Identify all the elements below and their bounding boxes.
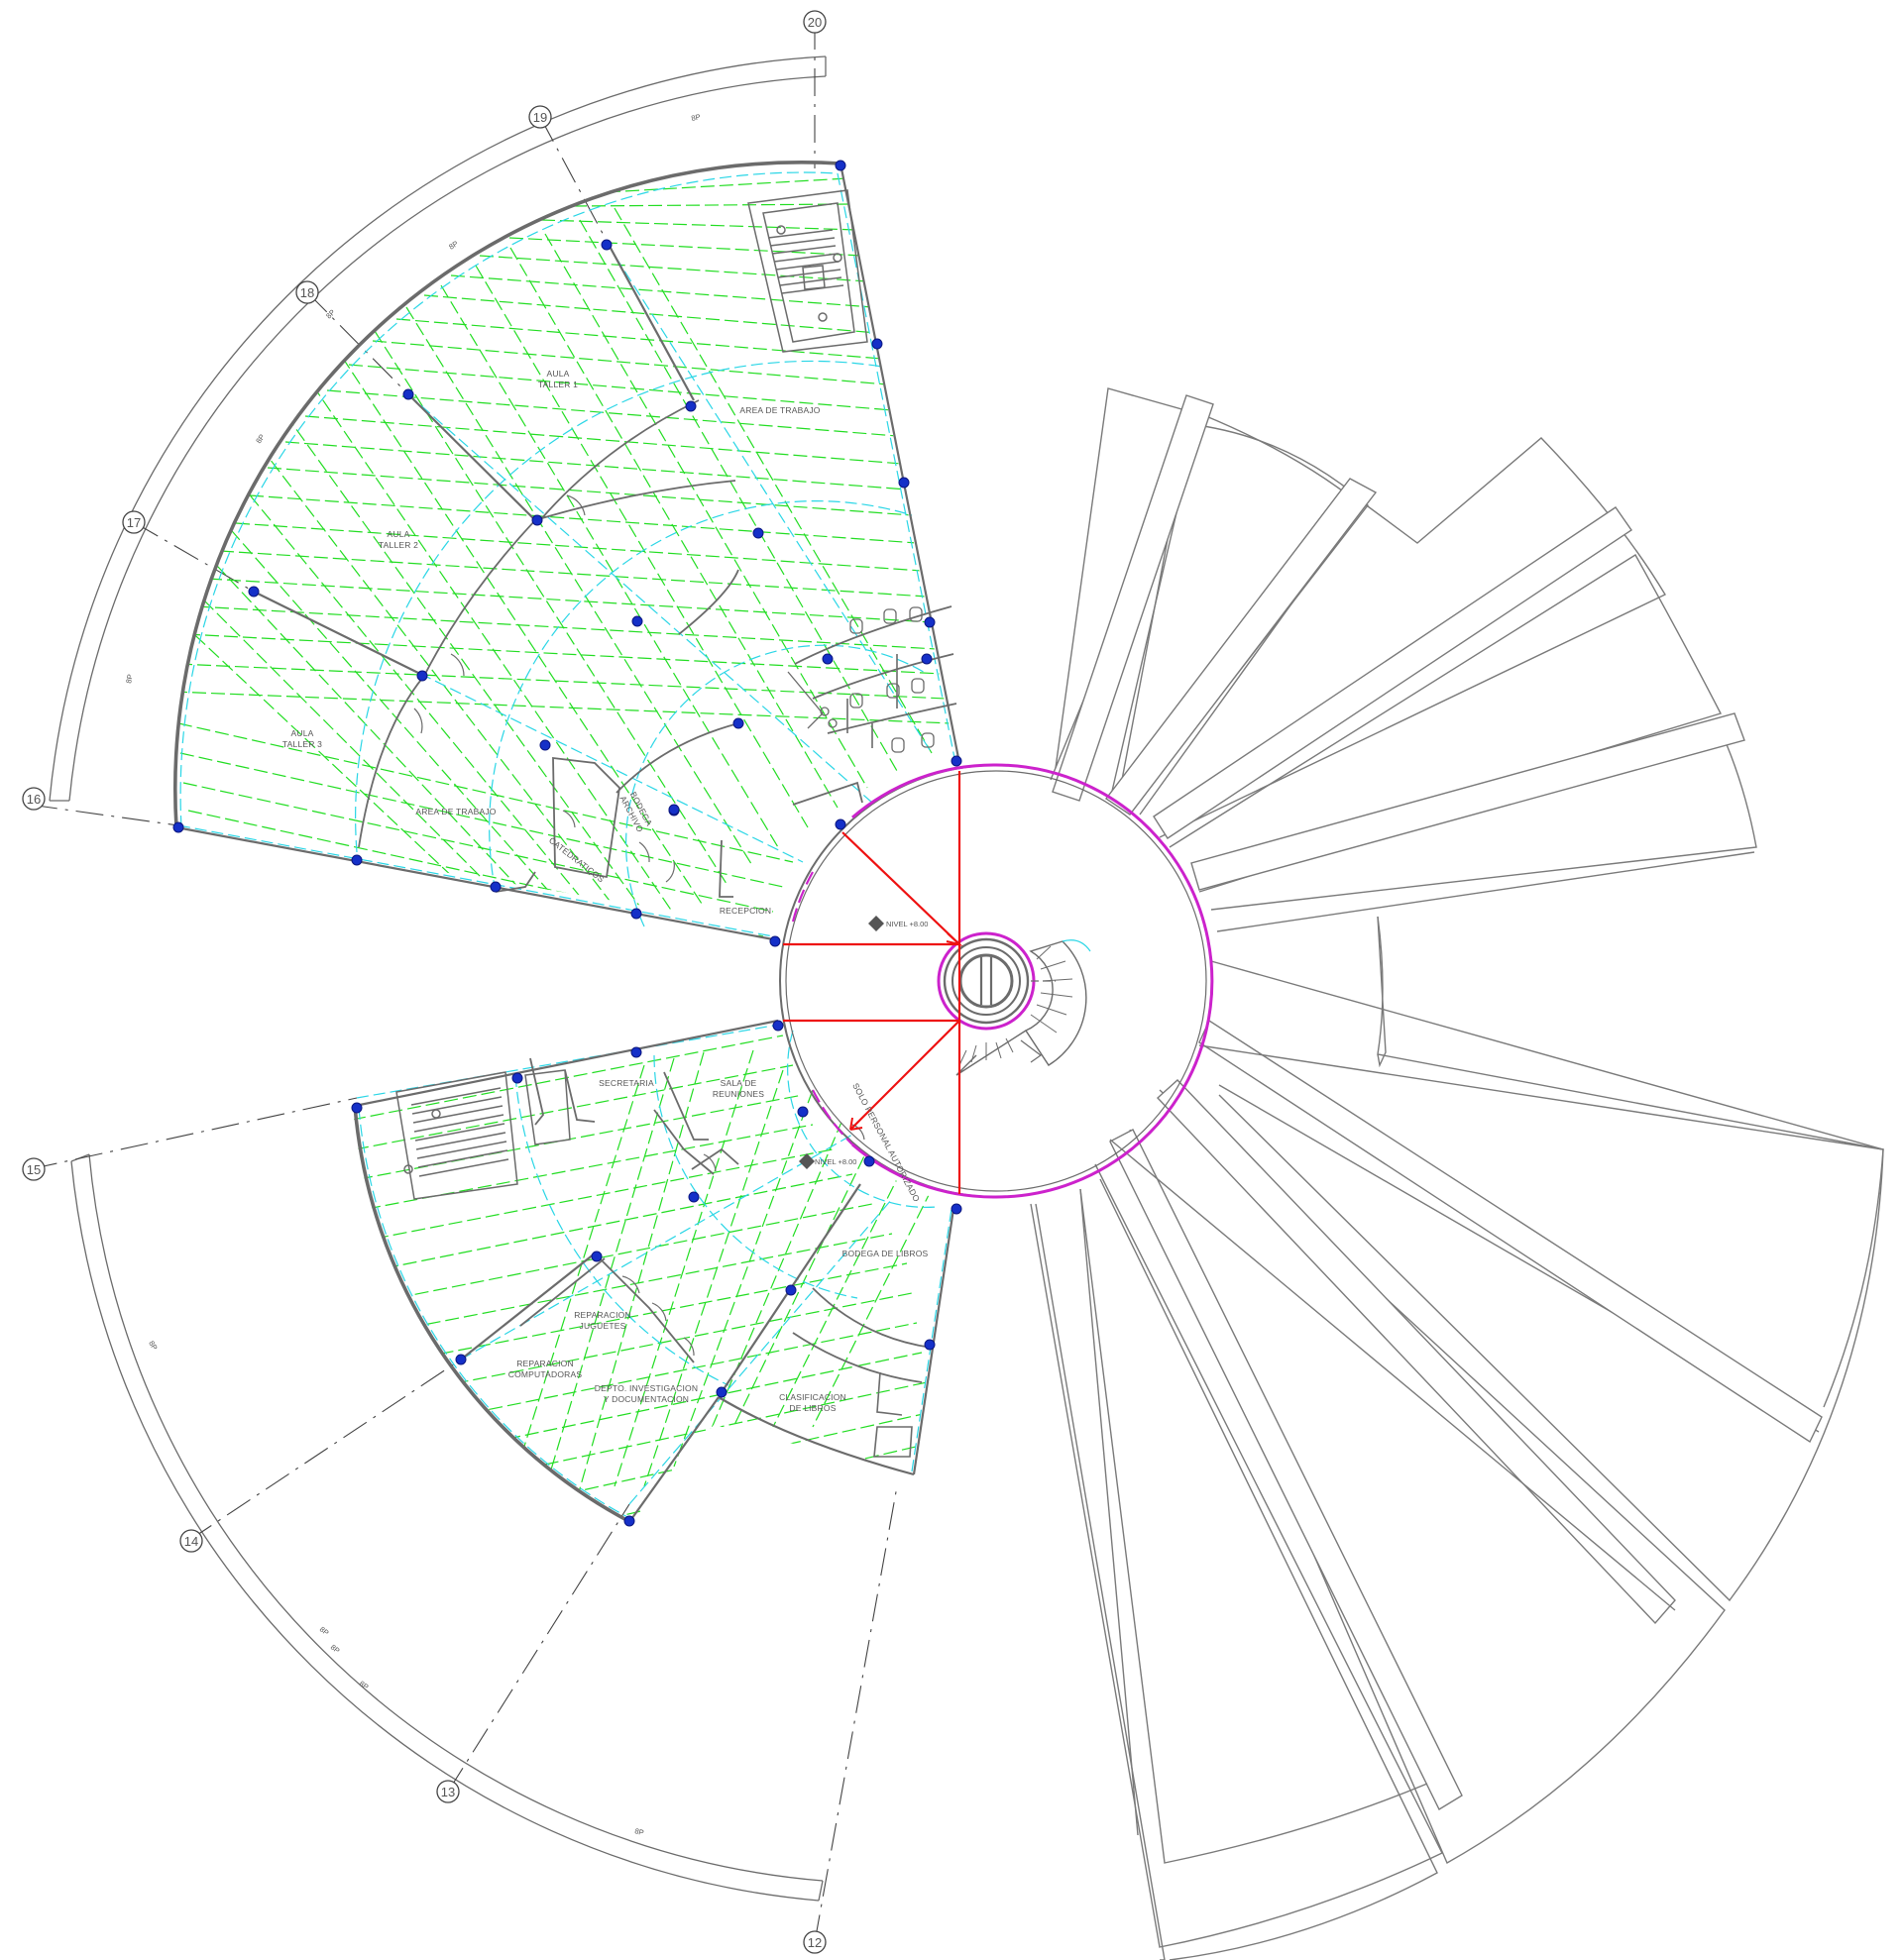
room-label-aula-taller-3: AULA TALLER 3: [282, 728, 322, 749]
lower-stair: [395, 1069, 571, 1200]
upper-stair: [747, 189, 868, 353]
svg-text:8P: 8P: [124, 674, 135, 685]
axis-bubble-20: 20: [803, 10, 827, 34]
svg-text:AULA: AULA: [387, 529, 409, 539]
svg-text:BODEGA DE LIBROS: BODEGA DE LIBROS: [842, 1249, 929, 1258]
svg-text:NIVEL +8.00: NIVEL +8.00: [886, 920, 928, 928]
room-label-catedraticos: CATEDRATICOS: [547, 835, 607, 885]
axis-bubble-16: 16: [22, 787, 46, 811]
svg-text:SECRETARIA: SECRETARIA: [599, 1078, 654, 1088]
svg-text:REPARACION: REPARACION: [574, 1310, 631, 1320]
room-label-bodega-archivo: BODEGA ARCHIVO: [618, 790, 655, 833]
svg-text:8P: 8P: [324, 308, 337, 321]
room-label-aula-taller-1: AULA TALLER 1: [538, 369, 578, 389]
svg-text:8P: 8P: [634, 1826, 645, 1837]
room-label-area-de-trabajo-upper: AREA DE TRABAJO: [739, 405, 820, 415]
axis-bubble-17: 17: [122, 510, 146, 534]
svg-text:AULA: AULA: [290, 728, 313, 738]
outline-wedge-inner-lines: [1050, 413, 1884, 1433]
room-label-aula-taller-2: AULA TALLER 2: [379, 529, 418, 550]
level-marker-lower: NIVEL +8.00: [799, 1153, 856, 1169]
svg-text:8P: 8P: [147, 1340, 159, 1352]
axis-bubble-13: 13: [436, 1780, 460, 1803]
svg-text:CLASIFICACION: CLASIFICACION: [779, 1392, 846, 1402]
upper-wing-walls: [172, 160, 961, 941]
radial-strips: [1052, 394, 1823, 1810]
svg-text:DE LIBROS: DE LIBROS: [789, 1403, 836, 1413]
columns: [172, 160, 962, 1527]
level-marker-upper: NIVEL +8.00: [868, 916, 928, 931]
svg-text:15: 15: [27, 1162, 41, 1177]
lower-wing-walls: [353, 1019, 955, 1524]
room-label-sala-de-reuniones: SALA DE REUNIONES: [713, 1078, 764, 1099]
svg-text:TALLER 1: TALLER 1: [538, 380, 578, 389]
svg-text:DEPTO. INVESTIGACION: DEPTO. INVESTIGACION: [595, 1383, 698, 1393]
svg-text:19: 19: [533, 110, 547, 125]
svg-text:8P: 8P: [691, 112, 702, 123]
outline-wedge-right-closer: [1079, 1044, 1884, 1864]
svg-text:RECEPCION: RECEPCION: [720, 906, 771, 916]
room-label-area-de-trabajo-lower: AREA DE TRABAJO: [415, 807, 496, 817]
room-label-secretaria: SECRETARIA: [599, 1078, 654, 1088]
room-label-reparacion-juguetes: REPARACION JUGUETES: [574, 1310, 631, 1331]
svg-text:TALLER 2: TALLER 2: [379, 540, 418, 550]
upper-wing-beams: [174, 177, 952, 937]
svg-text:SALA DE: SALA DE: [721, 1078, 757, 1088]
svg-text:AREA DE TRABAJO: AREA DE TRABAJO: [415, 807, 496, 817]
svg-text:CATEDRATICOS: CATEDRATICOS: [547, 835, 607, 885]
axis-bubble-19: 19: [528, 105, 552, 129]
axis-bubble-14: 14: [179, 1529, 203, 1553]
red-arrows: [783, 771, 963, 1194]
svg-text:12: 12: [808, 1935, 822, 1950]
core-circle: [779, 763, 1214, 1199]
svg-text:17: 17: [127, 515, 141, 530]
svg-text:NIVEL +8.00: NIVEL +8.00: [815, 1157, 856, 1166]
svg-text:COMPUTADORAS: COMPUTADORAS: [508, 1369, 583, 1379]
room-label-recepcion: RECEPCION: [720, 906, 771, 916]
room-label-clasificacion-de-libros: CLASIFICACION DE LIBROS: [779, 1392, 846, 1413]
svg-text:8P: 8P: [318, 1625, 331, 1638]
svg-text:8P: 8P: [358, 1679, 371, 1691]
svg-text:8P: 8P: [329, 1643, 342, 1656]
axis-bubble-12: 12: [803, 1930, 827, 1954]
svg-text:13: 13: [441, 1785, 455, 1799]
central-spiral-stair: [937, 931, 1091, 1076]
svg-text:8P: 8P: [254, 432, 267, 445]
dimension-labels: 8P 8P 8P 8P 8P 8P 8P 8P 8P 8P: [124, 112, 701, 1837]
outline-wedges-right: [1030, 387, 1884, 1960]
svg-text:AREA DE TRABAJO: AREA DE TRABAJO: [739, 405, 820, 415]
upper-doors: [413, 494, 675, 883]
svg-text:AULA: AULA: [546, 369, 569, 379]
axis-lines: [29, 22, 898, 1943]
svg-text:REPARACION: REPARACION: [516, 1359, 574, 1368]
svg-text:JUGUETES: JUGUETES: [580, 1321, 626, 1331]
svg-text:16: 16: [27, 792, 41, 807]
room-label-bodega-de-libros: BODEGA DE LIBROS: [842, 1249, 929, 1258]
svg-text:14: 14: [184, 1534, 198, 1549]
restroom-fixtures: [787, 606, 935, 753]
axis-bubble-18: 18: [295, 280, 319, 304]
room-label-depto-investigacion: DEPTO. INVESTIGACION Y DOCUMENTACION: [595, 1383, 698, 1404]
svg-text:REUNIONES: REUNIONES: [713, 1089, 764, 1099]
svg-text:8P: 8P: [447, 239, 460, 252]
svg-text:TALLER 3: TALLER 3: [282, 739, 322, 749]
svg-text:20: 20: [808, 15, 822, 30]
svg-text:18: 18: [300, 285, 314, 300]
axis-bubble-15: 15: [22, 1157, 46, 1181]
room-label-reparacion-computadoras: REPARACION COMPUTADORAS: [508, 1359, 583, 1379]
svg-text:Y DOCUMENTACION: Y DOCUMENTACION: [604, 1394, 689, 1404]
lower-wing-beams: [353, 1034, 938, 1521]
